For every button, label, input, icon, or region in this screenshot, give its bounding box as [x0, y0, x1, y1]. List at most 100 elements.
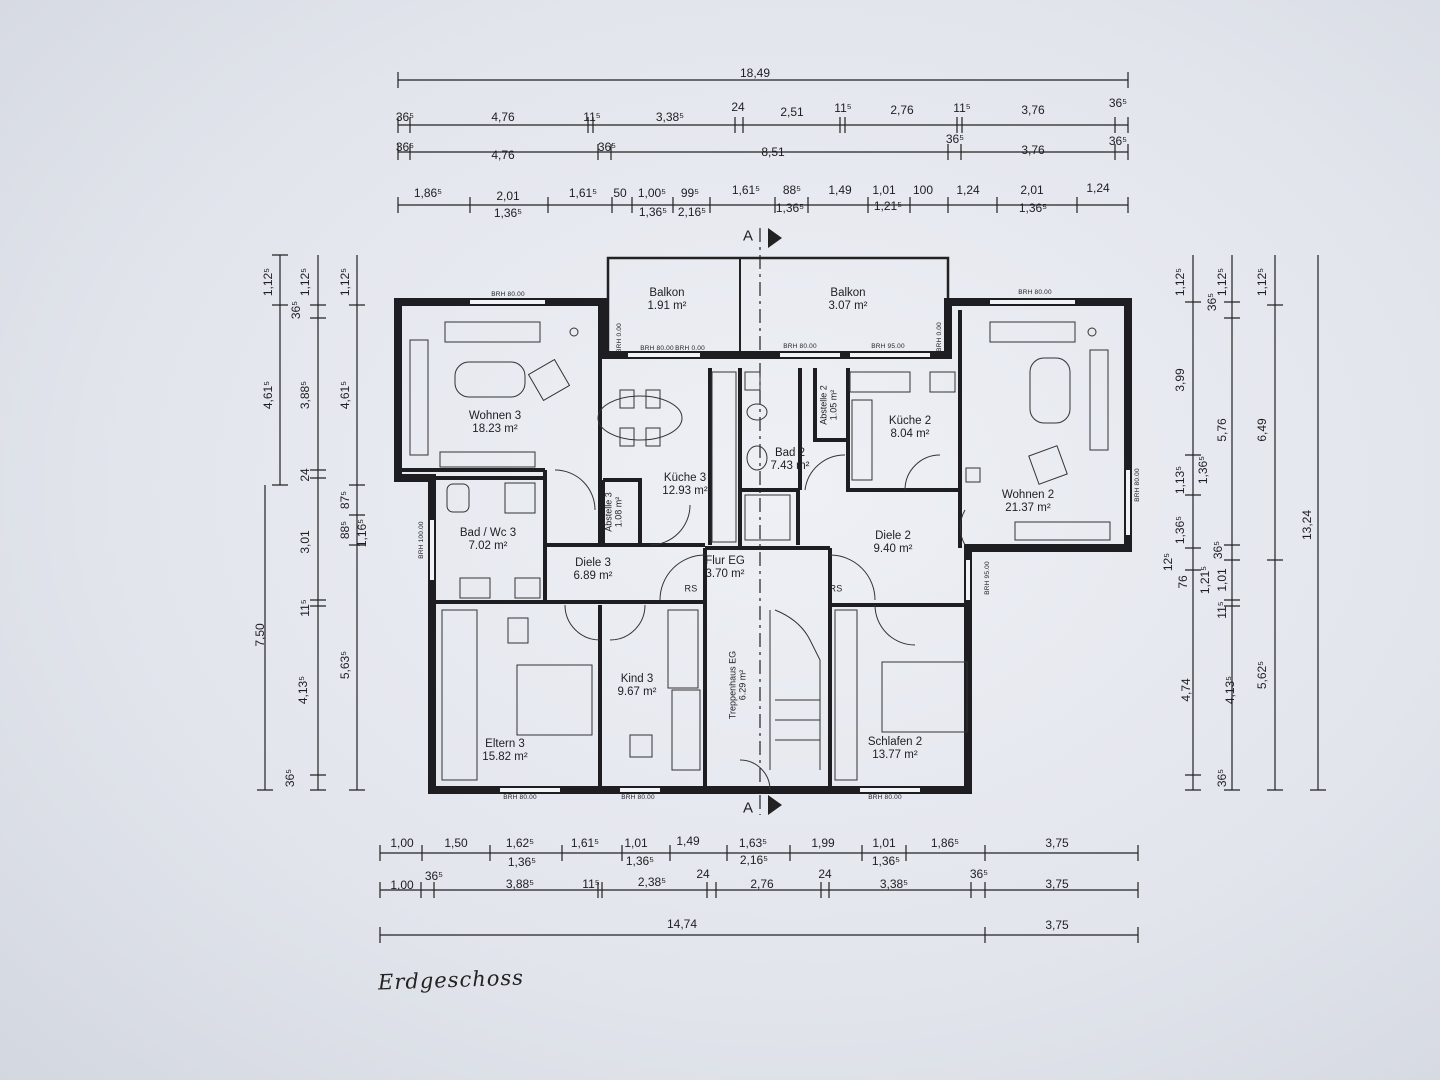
dimension-label-left: 87⁵ — [338, 490, 352, 510]
dimension-label-top: 3,76 — [1021, 103, 1045, 117]
furniture — [409, 321, 1111, 781]
dimension-label-right: 13,24 — [1300, 509, 1314, 541]
room-area: 9.67 m² — [617, 686, 657, 698]
section-marker-top: A — [742, 227, 754, 245]
room-area: 3.70 m² — [705, 568, 745, 580]
room-name: Schlafen 2 — [867, 735, 923, 748]
room-name: Diele 3 — [575, 556, 611, 569]
sill-height-label: BRH 95.00 — [871, 342, 905, 350]
dimension-label-top: 36⁵ — [395, 140, 415, 154]
dimension-label-top: 1,01 — [872, 183, 896, 197]
dimension-label-right: 1,01 — [1215, 568, 1229, 592]
room-area: 18.23 m² — [472, 423, 518, 435]
dimension-label-left: 24 — [298, 468, 312, 482]
dimension-label-left: 36⁵ — [283, 768, 297, 788]
dimension-label-bottom: 1,00 — [390, 836, 414, 850]
dimension-label-left: 11⁵ — [298, 599, 312, 617]
dimension-label-left: 7,50 — [253, 623, 267, 647]
dimension-label-left: 5,63⁵ — [338, 650, 352, 680]
room-name: Bad / Wc 3 — [459, 526, 517, 539]
dimension-label-top: 50 — [613, 186, 627, 200]
room-area: 1.91 m² — [647, 300, 687, 312]
room-name: Küche 3 — [663, 471, 707, 484]
room-area: 6.29 m² — [738, 669, 748, 701]
dimension-label-right: 5,76 — [1215, 418, 1229, 442]
dimension-label-left: 3,88⁵ — [298, 380, 312, 410]
dimension-label-top: 1,36⁵ — [493, 206, 523, 220]
dimension-label-right: 1,36⁵ — [1173, 515, 1187, 545]
sill-height-label: BRH 0.00 — [935, 322, 943, 352]
dimension-label-top: 2,01 — [1020, 183, 1044, 197]
door-swings — [554, 454, 966, 791]
dimension-label-right: 11⁵ — [1215, 601, 1229, 619]
dimension-label-left: 4,13⁵ — [296, 675, 310, 705]
dimension-label-top: 1,61⁵ — [568, 186, 598, 200]
sill-height-label: BRH 80.00 — [868, 793, 902, 801]
sill-height-label: BRH 80.00 — [1018, 288, 1052, 296]
room-area: 1.08 m² — [614, 496, 624, 528]
dimension-label-top: 36⁵ — [597, 140, 617, 154]
dimension-label-top: 1,61⁵ — [731, 183, 761, 197]
dimension-label-left: 88⁵ — [338, 520, 352, 540]
dimension-label-bottom: 1,01 — [872, 836, 896, 850]
dimension-label-top: 24 — [731, 100, 745, 114]
dimension-label-top: 1,24 — [1086, 181, 1110, 195]
dimension-label-top: 1,36⁵ — [775, 201, 805, 215]
dimension-label-top: 100 — [912, 183, 934, 197]
dimension-label-bottom: 1,00 — [390, 878, 414, 892]
dimension-label-bottom: 1,61⁵ — [570, 836, 600, 850]
dimension-label-top: 4,76 — [491, 148, 515, 162]
dimension-label-right: 6,49 — [1255, 418, 1269, 442]
dimension-label-left: 36⁵ — [289, 300, 303, 320]
dimension-label-left: 1,12⁵ — [261, 267, 275, 297]
windows — [430, 300, 1130, 792]
dimension-label-top: 36⁵ — [395, 110, 415, 124]
dimension-label-bottom: 3,88⁵ — [505, 877, 535, 891]
dimension-label-bottom: 24 — [696, 867, 710, 881]
dimension-label-right: 36⁵ — [1215, 768, 1229, 788]
dimension-label-bottom: 3,38⁵ — [879, 877, 909, 891]
room-name: Balkon — [830, 286, 866, 299]
section-line-a — [759, 228, 782, 815]
floor-title-handwritten: Erdgeschoss — [377, 965, 525, 995]
interior-walls — [398, 302, 968, 790]
dimension-label-top: 1,49 — [828, 183, 852, 197]
dimension-label-top: 4,76 — [491, 110, 515, 124]
dimension-label-right: 1,13⁵ — [1173, 465, 1187, 495]
sill-height-label: BRH 80.00 — [621, 793, 655, 801]
dimension-label-right: 4,74 — [1179, 678, 1193, 702]
room-name: Wohnen 2 — [1001, 488, 1055, 501]
room-name: Bad 2 — [774, 446, 806, 459]
dimension-label-right: 12⁵ — [1161, 552, 1175, 572]
dimension-label-top: 1,24 — [956, 183, 980, 197]
room-area: 9.40 m² — [873, 543, 913, 555]
dimension-label-left: 1,16⁵ — [355, 518, 369, 548]
dimension-label-bottom: 1,49 — [676, 834, 700, 848]
dimension-label-left: 4,61⁵ — [338, 380, 352, 410]
dimension-label-bottom: 3,75 — [1045, 918, 1069, 932]
sill-height-label: BRH 80.00 — [503, 793, 537, 801]
room-area: 7.02 m² — [468, 540, 508, 552]
room-name: Treppenhaus EG — [727, 650, 738, 720]
dimension-label-right: 5,62⁵ — [1255, 660, 1269, 690]
dimension-label-bottom: 36⁵ — [424, 869, 444, 883]
room-area: 6.89 m² — [573, 570, 613, 582]
dimension-label-right: 1,36⁵ — [1196, 455, 1210, 485]
dimension-label-top: 8,51 — [761, 145, 785, 159]
dimension-label-top: 18,49 — [739, 66, 771, 80]
dimension-label-bottom: 1,36⁵ — [625, 854, 655, 868]
dimension-label-bottom: 1,50 — [444, 836, 468, 850]
sill-height-label: BRH 80.00 — [1133, 468, 1141, 502]
dimension-label-right: 1,21⁵ — [1198, 565, 1212, 595]
dimension-label-top: 36⁵ — [945, 132, 965, 146]
